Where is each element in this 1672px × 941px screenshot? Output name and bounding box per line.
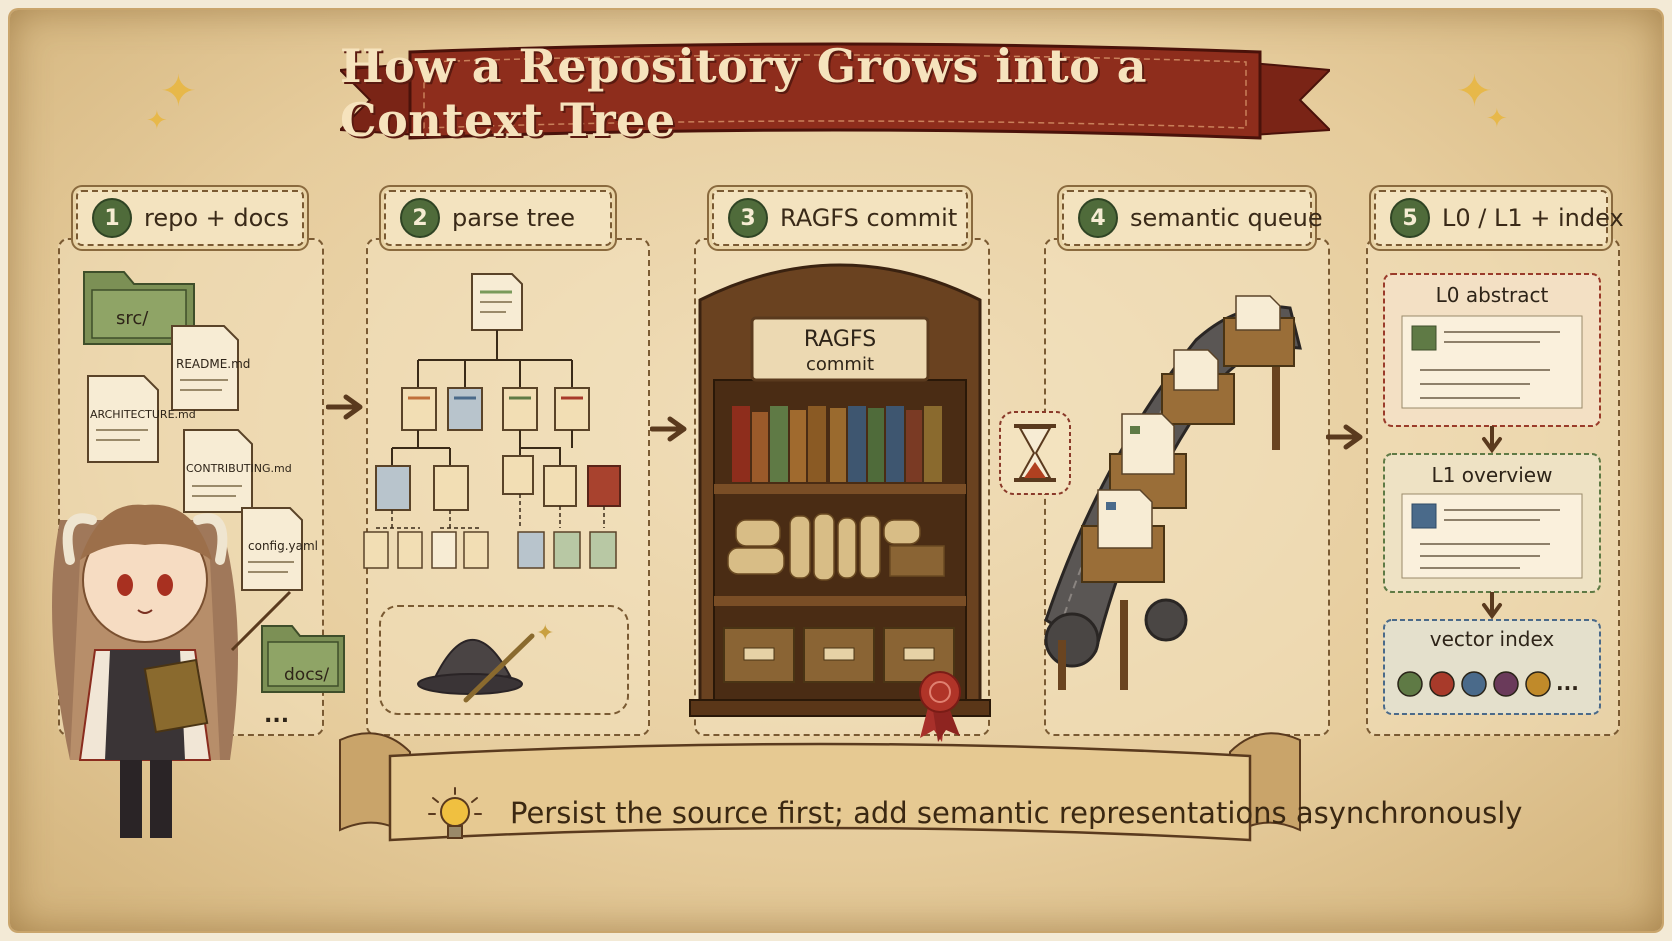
lightbulb-icon xyxy=(428,787,482,839)
step-label: parse tree xyxy=(452,204,575,232)
document-icon xyxy=(543,465,577,507)
flow-arrow-icon xyxy=(650,416,687,442)
hourglass-icon xyxy=(999,411,1071,495)
document-icon xyxy=(87,375,159,463)
flow-arrow-icon xyxy=(1482,426,1502,454)
document-icon xyxy=(401,387,437,431)
flow-arrow-icon xyxy=(326,394,363,420)
wax-seal-icon xyxy=(919,671,961,742)
document-icon xyxy=(183,429,253,513)
document-icon xyxy=(502,455,534,495)
mascot-character xyxy=(52,504,292,838)
document-icon xyxy=(502,387,538,431)
document-icon xyxy=(171,325,239,411)
folder-label-src: src/ xyxy=(116,308,149,329)
file-label-contributing: CONTRIBUTING.md xyxy=(186,462,292,475)
step-number-badge: 5 xyxy=(1390,198,1430,238)
bookshelf-icon xyxy=(689,263,991,717)
step-label: semantic queue xyxy=(1130,204,1323,232)
footer-scroll xyxy=(339,732,1301,842)
file-label-architecture: ARCHITECTURE.md xyxy=(90,408,196,421)
folder-icon xyxy=(261,625,345,693)
vector-index-label: vector index xyxy=(1430,627,1555,651)
file-label-config: config.yaml xyxy=(248,539,318,553)
tool-inset-frame xyxy=(379,605,629,715)
l0-abstract-label: L0 abstract xyxy=(1436,283,1549,307)
queue-crate xyxy=(1161,349,1235,425)
file-label-readme: README.md xyxy=(176,357,250,371)
step-number-badge: 1 xyxy=(92,198,132,238)
step-label: RAGFS commit xyxy=(780,204,958,232)
step-number-badge: 4 xyxy=(1078,198,1118,238)
flow-arrow-icon xyxy=(1326,424,1363,450)
document-icon xyxy=(241,507,303,591)
step-header-4: 4 semantic queue xyxy=(1062,190,1323,246)
document-icon xyxy=(471,273,523,331)
step-number-badge: 2 xyxy=(400,198,440,238)
step-header-5: 5 L0 / L1 + index xyxy=(1374,190,1624,246)
sparkle-icon: ✦ xyxy=(160,66,197,117)
document-icon xyxy=(375,465,411,511)
commit-sign-line1: RAGFS xyxy=(804,327,876,352)
document-icon xyxy=(433,465,469,511)
step-header-2: 2 parse tree xyxy=(384,190,612,246)
queue-crate xyxy=(1081,489,1165,583)
vector-index-ellipsis: ... xyxy=(1556,671,1579,695)
sparkle-icon: ✦ xyxy=(1456,66,1493,117)
folder-icon xyxy=(83,271,195,345)
flow-arrow-icon xyxy=(1482,592,1502,620)
step-number-badge: 3 xyxy=(728,198,768,238)
document-icon xyxy=(587,465,621,507)
sparkle-icon: ✦ xyxy=(1486,104,1508,134)
wizard-hat-icon xyxy=(417,633,535,703)
folder-label-docs: docs/ xyxy=(284,665,329,685)
sparkle-icon: ✦ xyxy=(146,106,168,136)
step-label: L0 / L1 + index xyxy=(1442,204,1624,232)
step-header-3: 3 RAGFS commit xyxy=(712,190,968,246)
step-label: repo + docs xyxy=(144,204,290,232)
sparkle-icon: ✦ xyxy=(536,621,554,646)
more-items-ellipsis: ... xyxy=(264,703,289,728)
l1-overview-label: L1 overview xyxy=(1432,463,1553,487)
document-icon xyxy=(447,387,483,431)
parse-tree-diagram xyxy=(363,273,621,569)
footer-caption: Persist the source first; add semantic r… xyxy=(510,796,1523,830)
vector-dots xyxy=(1397,671,1551,697)
title-banner xyxy=(340,42,1330,140)
document-icon xyxy=(554,387,590,431)
queue-crate xyxy=(1223,295,1295,367)
commit-sign-line2: commit xyxy=(806,354,874,375)
step-header-1: 1 repo + docs xyxy=(76,190,304,246)
